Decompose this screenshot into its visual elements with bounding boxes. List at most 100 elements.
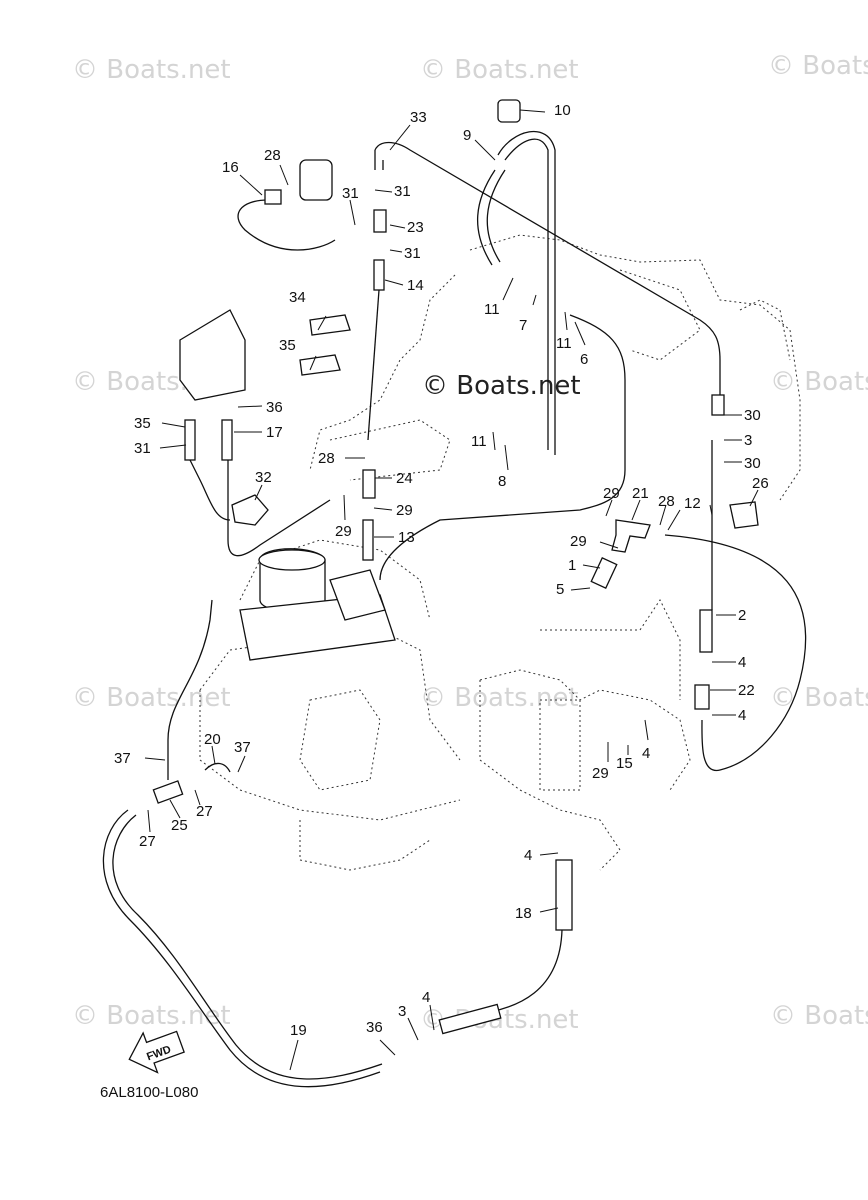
callout-26: 26 bbox=[752, 475, 769, 492]
bracket-plate-part bbox=[179, 309, 246, 401]
hose-6 bbox=[379, 314, 626, 581]
fwd-arrow-icon bbox=[128, 1030, 185, 1074]
callout-9: 9 bbox=[463, 127, 471, 144]
callout-16: 16 bbox=[222, 159, 239, 176]
callout-labels: 10 9 33 16 28 31 31 23 31 14 11 7 11 6 3… bbox=[114, 102, 769, 1039]
hose-8b bbox=[497, 130, 556, 455]
watermark: © Boats.net bbox=[72, 55, 231, 85]
callout-31: 30 bbox=[744, 407, 761, 424]
joint-23 bbox=[373, 209, 387, 233]
callout-31: 31 bbox=[404, 245, 421, 262]
callout-3: 3 bbox=[398, 1003, 406, 1020]
leader-lines bbox=[144, 109, 759, 1071]
callout-36: 35 bbox=[134, 415, 151, 432]
callout-32: 31 bbox=[134, 440, 151, 457]
callout-20: 20 bbox=[204, 731, 221, 748]
filter-part bbox=[299, 159, 333, 201]
callout-14: 14 bbox=[407, 277, 424, 294]
watermark: © Boats.net bbox=[770, 683, 868, 713]
callout-25: 25 bbox=[171, 817, 188, 834]
engine-outline bbox=[199, 234, 801, 871]
callout-27: 27 bbox=[196, 803, 213, 820]
hose-14-line bbox=[367, 289, 380, 441]
callout-4: 4 bbox=[738, 707, 746, 724]
hose-19-end bbox=[438, 1003, 502, 1035]
callout-35: 34 bbox=[289, 289, 306, 306]
callout-13: 13 bbox=[398, 529, 415, 546]
hose-14 bbox=[373, 259, 385, 291]
watermark: © Boats.net bbox=[72, 683, 231, 713]
callout-29: 29 bbox=[335, 523, 352, 540]
callout-4: 4 bbox=[524, 847, 532, 864]
hose-13 bbox=[362, 519, 374, 561]
callout-36: 36 bbox=[366, 1019, 383, 1036]
callout-22: 22 bbox=[738, 682, 755, 699]
callout-28: 28 bbox=[658, 493, 675, 510]
hose-32 bbox=[184, 419, 196, 461]
hose-17-line bbox=[227, 460, 331, 557]
hose-34-tip bbox=[711, 394, 725, 416]
callout-21: 21 bbox=[632, 485, 649, 502]
clip-35 bbox=[309, 314, 351, 336]
callout-29: 29 bbox=[570, 533, 587, 550]
callout-2: 2 bbox=[738, 607, 746, 624]
hose-16-end bbox=[264, 189, 282, 205]
clip-26 bbox=[729, 501, 759, 529]
callout-3: 3 bbox=[744, 432, 752, 449]
hose-12 bbox=[664, 534, 807, 771]
callout-29: 29 bbox=[603, 485, 620, 502]
clip-33 bbox=[231, 494, 269, 526]
callout-19: 19 bbox=[290, 1022, 307, 1039]
callout-29: 29 bbox=[396, 502, 413, 519]
hose-32-curve bbox=[189, 459, 231, 521]
callout-4: 4 bbox=[422, 989, 430, 1006]
callout-24: 24 bbox=[396, 470, 413, 487]
watermark: © Boats.net bbox=[72, 1001, 231, 1031]
hose-18-line bbox=[469, 929, 563, 1016]
hose-34 bbox=[374, 141, 721, 400]
callout-7: 7 bbox=[519, 317, 527, 334]
callout-36: 36 bbox=[266, 399, 283, 416]
callout-34: 33 bbox=[410, 109, 427, 126]
hose-17 bbox=[221, 419, 233, 461]
callout-6: 6 bbox=[580, 351, 588, 368]
callout-37: 37 bbox=[114, 750, 131, 767]
watermark: © Boats.net bbox=[420, 55, 579, 85]
joint-22 bbox=[694, 684, 710, 710]
hose-19 bbox=[102, 809, 381, 1088]
callout-31: 31 bbox=[342, 185, 359, 202]
callout-11: 11 bbox=[484, 301, 500, 318]
callout-28: 28 bbox=[318, 450, 335, 467]
hose-2 bbox=[699, 609, 713, 653]
callout-18: 18 bbox=[515, 905, 532, 922]
hose-32-line bbox=[167, 599, 213, 741]
callout-35: 35 bbox=[279, 337, 296, 354]
hose-20 bbox=[204, 762, 231, 773]
callout-17: 17 bbox=[266, 424, 283, 441]
throttle-linkage-part bbox=[329, 569, 386, 621]
hose-8 bbox=[504, 138, 549, 450]
watermark: © Boats.net bbox=[770, 1001, 868, 1031]
callout-31: 31 bbox=[394, 183, 411, 200]
callout-15: 15 bbox=[616, 755, 633, 772]
callout-4: 4 bbox=[642, 745, 650, 762]
part-10 bbox=[497, 99, 521, 123]
callout-10: 10 bbox=[554, 102, 571, 119]
callout-30: 30 bbox=[744, 455, 761, 472]
hose-9 bbox=[476, 169, 496, 266]
callout-11: 11 bbox=[556, 335, 572, 352]
hose-18 bbox=[555, 859, 573, 931]
hose-16 bbox=[237, 199, 336, 251]
callout-11: 11 bbox=[471, 433, 487, 450]
callout-37: 37 bbox=[234, 739, 251, 756]
callout-33: 32 bbox=[255, 469, 272, 486]
clip-35b bbox=[299, 354, 341, 376]
throttle-body-top bbox=[258, 549, 326, 571]
joint-24 bbox=[362, 469, 376, 499]
watermark-layer: © Boats.net © Boats.net © Boats.net © Bo… bbox=[72, 51, 868, 1035]
callout-1: 1 bbox=[568, 557, 576, 574]
callout-27: 27 bbox=[139, 833, 156, 850]
joint-21 bbox=[611, 519, 651, 553]
